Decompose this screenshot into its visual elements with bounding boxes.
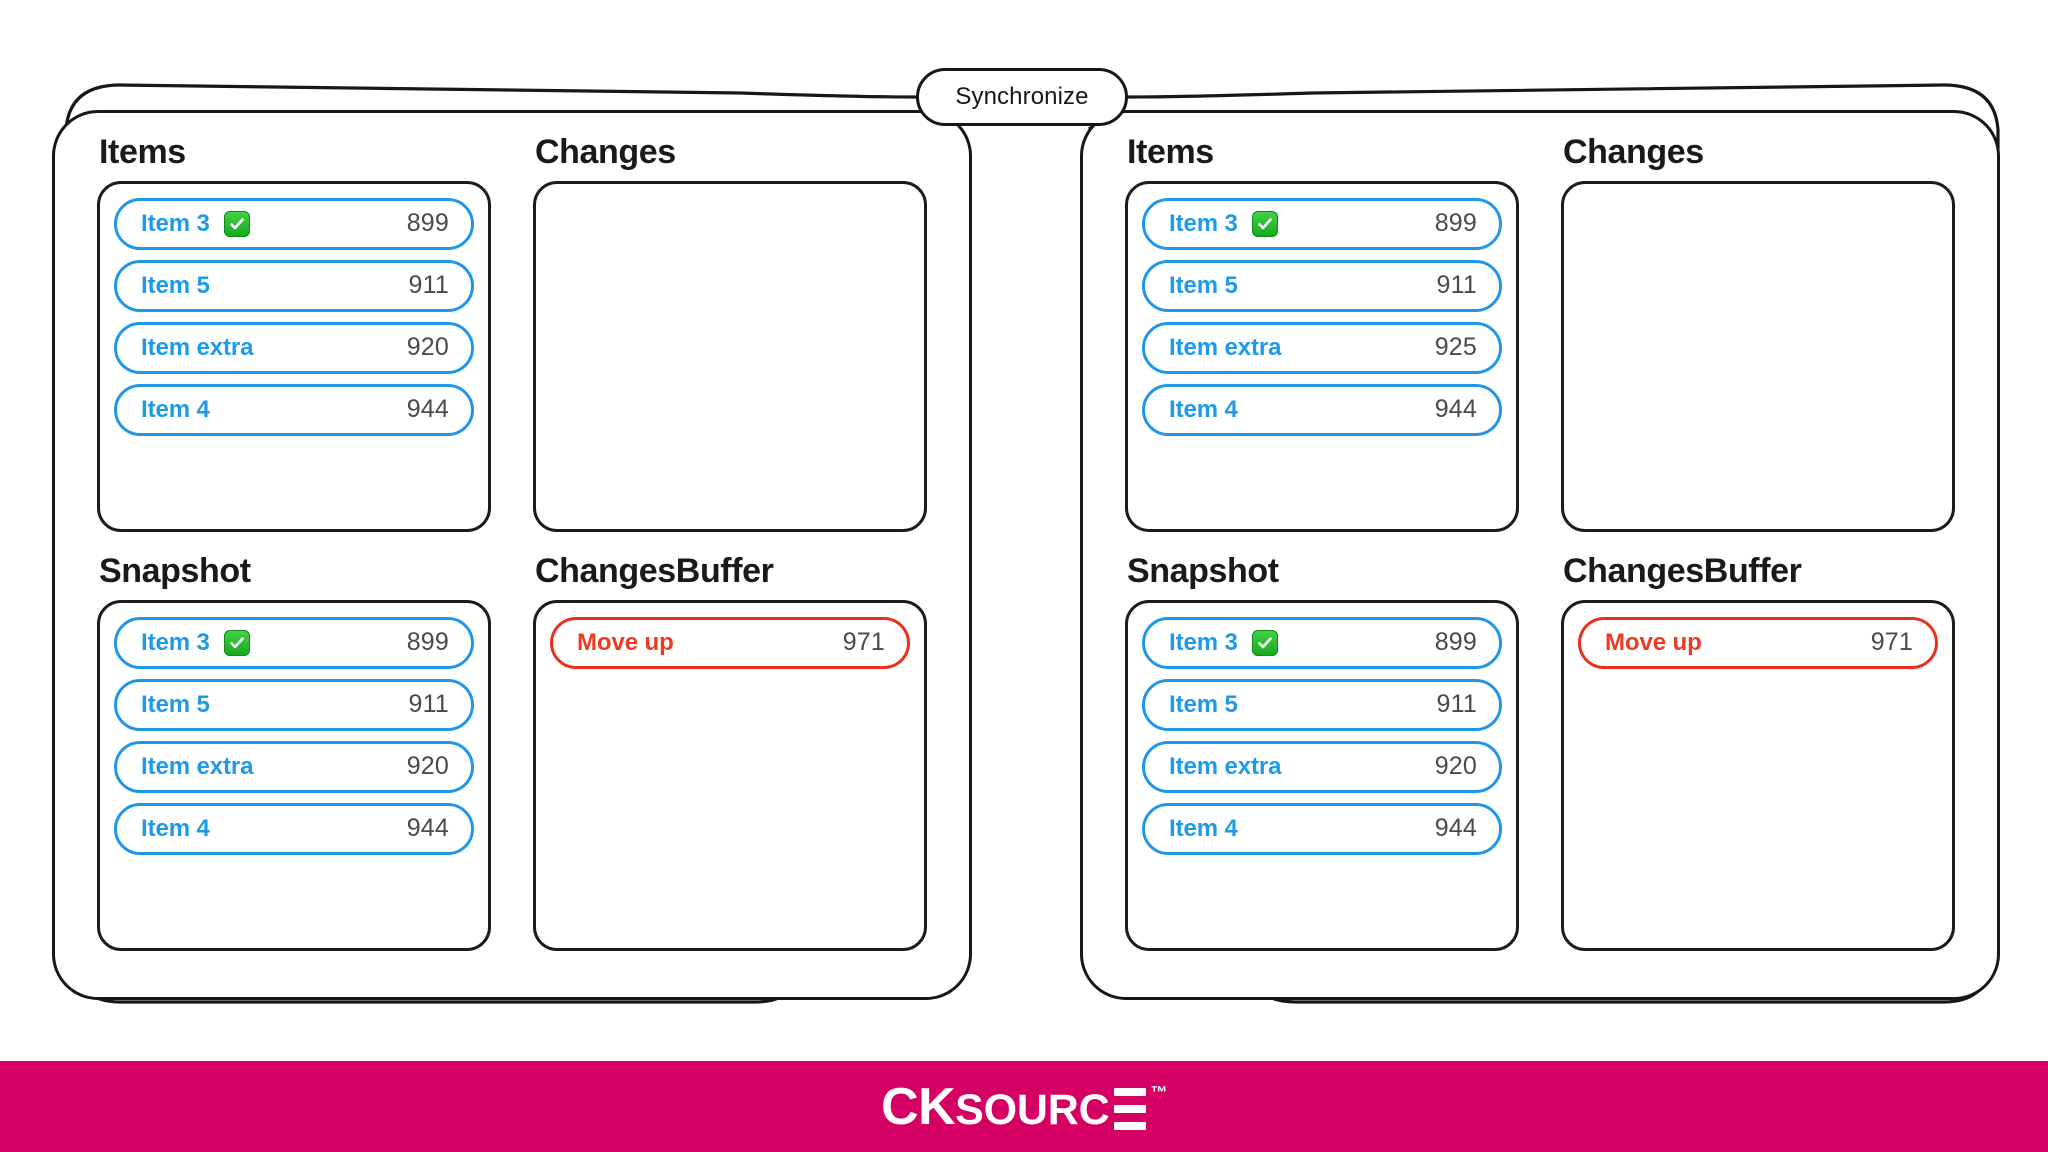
item-pill-version: 899: [1434, 209, 1477, 238]
item-pill[interactable]: Item 4 944: [1142, 383, 1502, 436]
item-pill[interactable]: Item 3 899: [1142, 197, 1502, 250]
item-pill-version: 911: [408, 271, 449, 300]
change-pill-label: Move up: [577, 628, 674, 656]
item-pill-version: 899: [406, 628, 449, 657]
cksource-logo: CK SOURC ™: [881, 1081, 1167, 1133]
item-pill-label: Item 5: [1169, 271, 1238, 299]
item-pill[interactable]: Item extra 920: [1142, 740, 1502, 793]
section-title-items: Items: [1127, 133, 1214, 171]
section-title-changes: Changes: [535, 133, 676, 171]
item-pill[interactable]: Item extra 920: [114, 740, 474, 793]
checkmark-icon: [223, 210, 250, 237]
item-pill[interactable]: Item 3 899: [114, 197, 474, 250]
item-pill-label: Item 5: [141, 271, 210, 299]
item-pill-version: 911: [1436, 271, 1477, 300]
item-pill-version: 925: [1434, 333, 1477, 362]
footer-bar: CK SOURC ™: [0, 1061, 2048, 1152]
item-pill-label: Item extra: [141, 333, 254, 361]
item-pill[interactable]: Item 5 911: [1142, 259, 1502, 312]
item-pill-version: 911: [408, 690, 449, 719]
item-pill-label: Item extra: [141, 752, 254, 780]
synchronize-label: Synchronize: [916, 68, 1128, 126]
item-pill[interactable]: Item 3 899: [114, 616, 474, 669]
item-pill-label: Item 5: [1169, 690, 1238, 718]
checkmark-icon: [1251, 210, 1278, 237]
item-pill-label: Item 4: [1169, 395, 1238, 423]
item-pill-label: Item 3: [141, 209, 210, 237]
item-pill-label: Item 3: [141, 628, 210, 656]
logo-source-text: SOURC: [955, 1085, 1110, 1134]
item-pill-label: Item extra: [1169, 333, 1282, 361]
section-title-snapshot: Snapshot: [1127, 552, 1279, 590]
section-title-changes_buffer: ChangesBuffer: [1563, 552, 1802, 590]
item-pill[interactable]: Item 4 944: [114, 802, 474, 855]
item-pill[interactable]: Item extra 920: [114, 321, 474, 374]
item-pill[interactable]: Item 5 911: [114, 259, 474, 312]
item-pill-label: Item 4: [141, 395, 210, 423]
change-pill[interactable]: Move up 971: [1578, 616, 1938, 669]
change-pill[interactable]: Move up 971: [550, 616, 910, 669]
item-pill-version: 944: [1434, 395, 1477, 424]
item-pill[interactable]: Item extra 925: [1142, 321, 1502, 374]
item-pill-label: Item 4: [141, 814, 210, 842]
synchronize-text: Synchronize: [955, 83, 1089, 110]
item-pill-version: 899: [406, 209, 449, 238]
item-pill[interactable]: Item 5 911: [114, 678, 474, 731]
item-pill-label: Item 3: [1169, 209, 1238, 237]
section-title-snapshot: Snapshot: [99, 552, 251, 590]
item-pill-version: 899: [1434, 628, 1477, 657]
item-pill-version: 944: [406, 814, 449, 843]
item-pill[interactable]: Item 3 899: [1142, 616, 1502, 669]
section-title-changes: Changes: [1563, 133, 1704, 171]
item-pill[interactable]: Item 5 911: [1142, 678, 1502, 731]
change-pill-version: 971: [842, 628, 885, 657]
section-list-changes_buffer: Move up 971: [1578, 616, 1938, 669]
item-pill-version: 920: [406, 333, 449, 362]
item-pill-version: 911: [1436, 690, 1477, 719]
section-box-changes_buffer: Move up 971: [533, 599, 927, 951]
item-pill-label: Item extra: [1169, 752, 1282, 780]
item-pill-label: Item 4: [1169, 814, 1238, 842]
section-title-items: Items: [99, 133, 186, 171]
item-pill-version: 920: [1434, 752, 1477, 781]
item-pill-version: 920: [406, 752, 449, 781]
section-box-changes: [533, 180, 927, 532]
checkmark-icon: [223, 629, 250, 656]
logo-e-bars-icon: [1114, 1087, 1147, 1130]
section-box-changes_buffer: Move up 971: [1561, 599, 1955, 951]
checkmark-icon: [1251, 629, 1278, 656]
item-pill-label: Item 3: [1169, 628, 1238, 656]
section-box-changes: [1561, 180, 1955, 532]
item-pill[interactable]: Item 4 944: [114, 383, 474, 436]
logo-trademark-symbol: ™: [1150, 1082, 1167, 1102]
change-pill-version: 971: [1870, 628, 1913, 657]
item-pill-version: 944: [1434, 814, 1477, 843]
item-pill-label: Item 5: [141, 690, 210, 718]
logo-ck-text: CK: [881, 1077, 956, 1136]
item-pill-version: 944: [406, 395, 449, 424]
section-list-changes_buffer: Move up 971: [550, 616, 910, 669]
item-pill[interactable]: Item 4 944: [1142, 802, 1502, 855]
change-pill-label: Move up: [1605, 628, 1702, 656]
section-title-changes_buffer: ChangesBuffer: [535, 552, 774, 590]
